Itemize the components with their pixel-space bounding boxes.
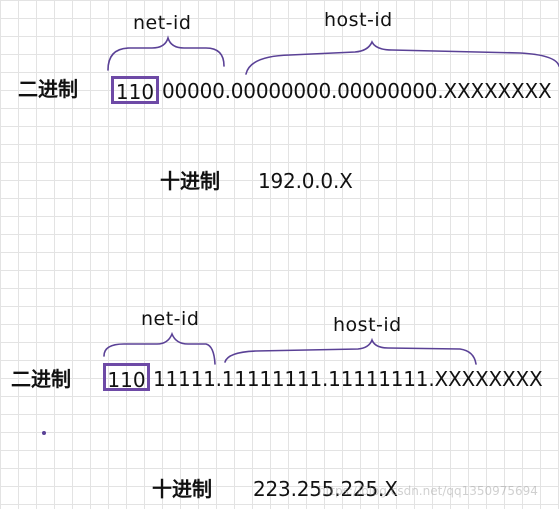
- host-id-label-1: host-id: [324, 9, 393, 31]
- net-id-brace-2: [103, 331, 216, 365]
- net-id-label-1: net-id: [133, 12, 192, 34]
- decimal-label-2: 十进制: [152, 477, 212, 501]
- decimal-value-2: 223.255.225.X: [253, 477, 398, 501]
- host-id-brace-2: [224, 337, 477, 365]
- host-id-brace-1: [245, 40, 559, 75]
- stray-dot: [42, 431, 46, 435]
- class-bits-box-2: 110: [103, 363, 150, 391]
- binary-rest-1: 00000.00000000.00000000.XXXXXXXX: [162, 79, 552, 103]
- decimal-value-1: 192.0.0.X: [258, 169, 353, 193]
- binary-label-1: 二进制: [18, 77, 78, 101]
- net-id-brace-1: [107, 35, 225, 71]
- binary-rest-2: 11111.11111111.11111111.XXXXXXXX: [153, 367, 543, 391]
- class-bits-box-1: 110: [111, 76, 159, 104]
- host-id-label-2: host-id: [333, 314, 402, 336]
- net-id-label-2: net-id: [141, 308, 200, 330]
- watermark: https://blog.csdn.net/qq1350975694: [318, 484, 538, 498]
- binary-label-2: 二进制: [11, 367, 71, 391]
- decimal-label-1: 十进制: [160, 169, 220, 193]
